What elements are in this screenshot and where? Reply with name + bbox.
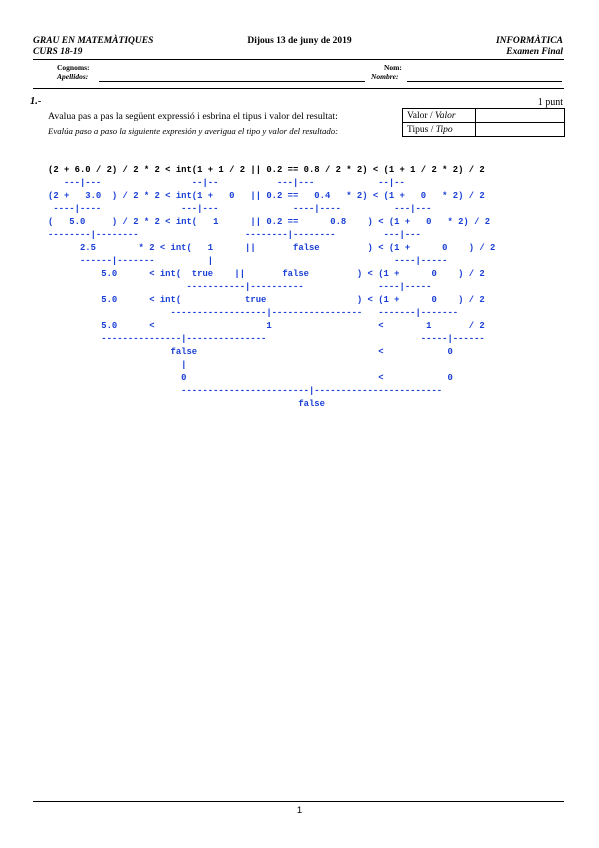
- reduction-marks: ------------------|----------------- ---…: [48, 308, 459, 318]
- exam-type: Examen Final: [506, 47, 563, 57]
- evaluation-step: 5.0 < int( true ) < (1 + 0 ) / 2: [48, 295, 485, 305]
- reduction-marks: ------|------- | ----|-----: [48, 256, 448, 266]
- reduction-marks: |: [48, 360, 187, 370]
- fields-rule: [33, 88, 564, 89]
- reduction-marks: ------------------------|---------------…: [48, 386, 443, 396]
- surname-field[interactable]: [99, 81, 365, 82]
- value-label: Valor / Valor: [402, 108, 476, 123]
- subject-title: INFORMÀTICA: [495, 36, 563, 46]
- course-year: CURS 18-19: [33, 47, 83, 57]
- reduction-marks: ---|--- --|-- ---|--- --|--: [48, 178, 405, 188]
- evaluation-step: ( 5.0 ) / 2 * 2 < int( 1 || 0.2 == 0.8 )…: [48, 217, 491, 227]
- evaluation-step: 2.5 * 2 < int( 1 || false ) < (1 + 0 ) /…: [48, 243, 496, 253]
- expression-line: (2 + 6.0 / 2) / 2 * 2 < int(1 + 1 / 2 ||…: [48, 165, 485, 175]
- type-answer-cell[interactable]: [475, 122, 565, 137]
- surname-label-es: Apellidos:: [57, 72, 89, 81]
- prompt-catalan: Avalua pas a pas la següent expressió i …: [48, 111, 338, 122]
- header-rule: [33, 59, 564, 60]
- header-right: INFORMÀTICA Examen Final: [496, 36, 563, 58]
- exam-date: Dijous 13 de juny de 2019: [247, 36, 352, 46]
- evaluation-step: false < 0: [48, 347, 453, 357]
- evaluation-steps: (2 + 6.0 / 2) / 2 * 2 < int(1 + 1 / 2 ||…: [48, 151, 495, 424]
- reduction-marks: -----------|---------- ----|-----: [48, 282, 432, 292]
- question-number: 1.-: [30, 96, 42, 107]
- evaluation-step: 5.0 < 1 < 1 / 2: [48, 321, 485, 331]
- degree-title: GRAU EN MATEMÀTIQUES: [33, 36, 154, 46]
- name-label-es: Nombre:: [371, 72, 399, 81]
- value-answer-cell[interactable]: [475, 108, 565, 123]
- header-left: GRAU EN MATEMÀTIQUES CURS 18-19: [33, 36, 153, 58]
- surname-label-ca: Cognoms:: [57, 63, 90, 72]
- reduction-marks: ----|---- ---|--- ----|---- ---|---: [48, 204, 432, 214]
- question-points: 1 punt: [537, 97, 563, 108]
- name-label-ca: Nom:: [384, 63, 402, 72]
- final-result: false: [48, 399, 325, 409]
- page-number: 1: [296, 805, 303, 816]
- type-label: Tipus / Tipo: [402, 122, 476, 137]
- evaluation-step: 0 < 0: [48, 373, 453, 383]
- evaluation-step: (2 + 3.0 ) / 2 * 2 < int(1 + 0 || 0.2 ==…: [48, 191, 485, 201]
- reduction-marks: --------|-------- --------|-------- ---|…: [48, 230, 421, 240]
- answer-table: Valor / Valor Tipus / Tipo: [402, 108, 565, 137]
- footer-rule: [33, 801, 564, 802]
- name-field[interactable]: [407, 81, 562, 82]
- evaluation-step: 5.0 < int( true || false ) < (1 + 0 ) / …: [48, 269, 485, 279]
- reduction-marks: ---------------|--------------- -----|--…: [48, 334, 485, 344]
- prompt-spanish: Evalúa paso a paso la siguiente expresió…: [48, 126, 339, 136]
